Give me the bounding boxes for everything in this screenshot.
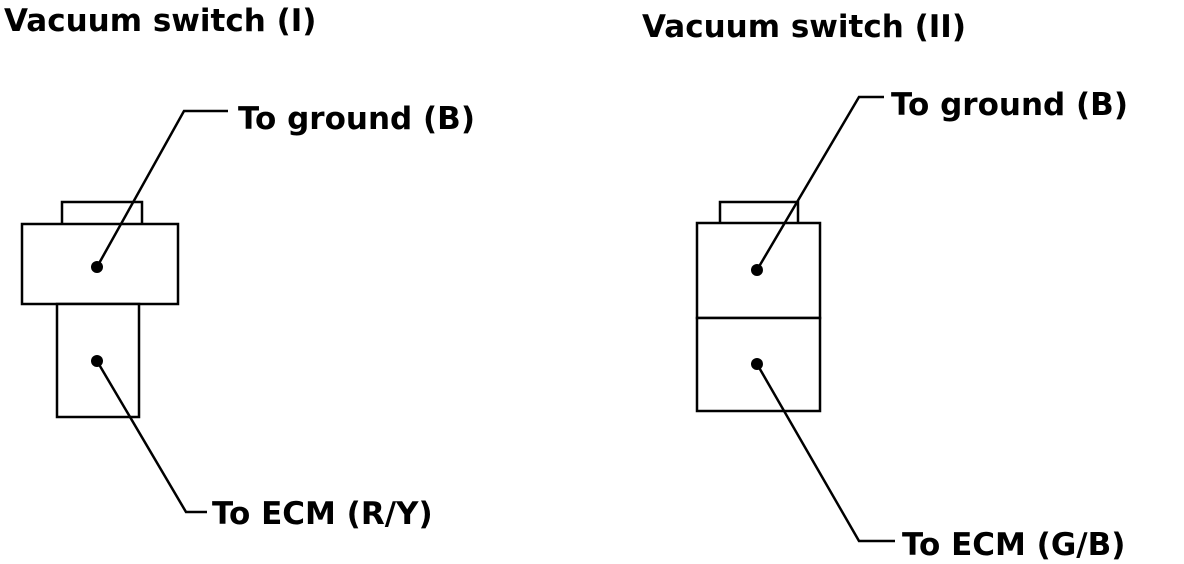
switch-2-ecm-label: To ECM (G/B) [902, 527, 1126, 563]
switch-2-ground-label: To ground (B) [891, 87, 1128, 123]
switch-1-title: Vacuum switch (I) [4, 3, 317, 39]
vacuum-switch-1 [20, 109, 228, 514]
switch-2-ground-terminal [751, 264, 763, 276]
switch-2-title: Vacuum switch (II) [642, 9, 967, 45]
switch-1-ecm-label: To ECM (R/Y) [212, 496, 433, 532]
switch-2-ecm-terminal [751, 358, 763, 370]
vacuum-switch-2 [695, 95, 895, 543]
switch-1-ground-leader [95, 109, 228, 268]
switch-1-ground-terminal [91, 261, 103, 273]
switch-1-ecm-terminal [91, 355, 103, 367]
switch-1-ground-label: To ground (B) [238, 101, 475, 137]
switch-1-ecm-leader [95, 360, 207, 514]
switch-2-ecm-leader [755, 363, 895, 543]
switch-2-ground-leader [755, 95, 884, 271]
